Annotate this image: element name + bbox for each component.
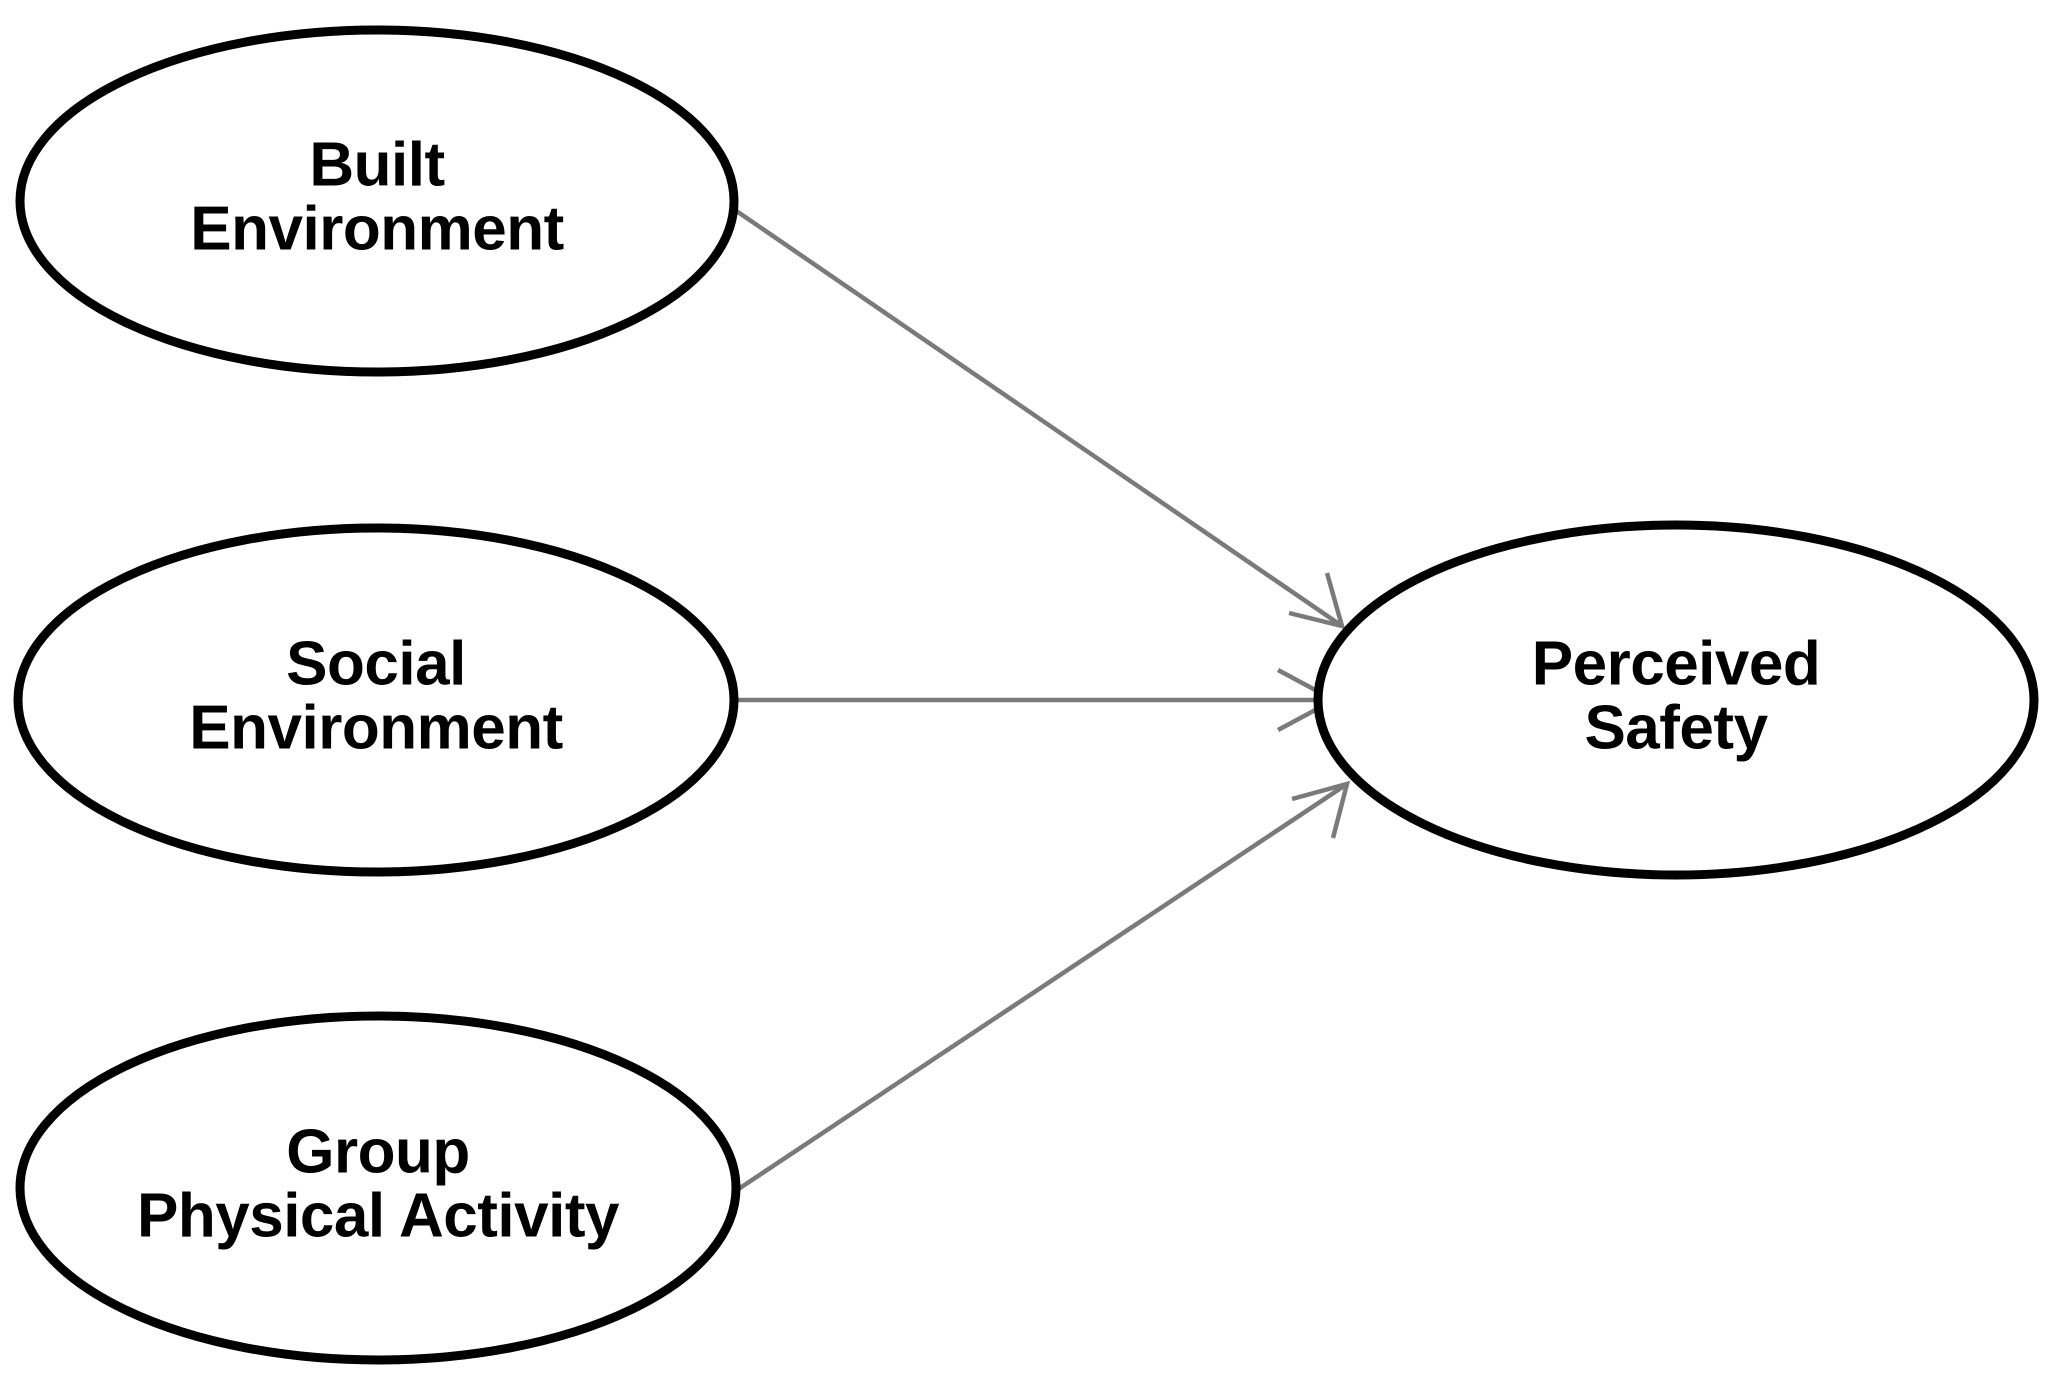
edge-activity-to-safety (735, 780, 1351, 1192)
node-group-physical-activity-label-line2: Physical Activity (137, 1181, 620, 1250)
node-built-environment-label-line1: Built (309, 130, 444, 199)
node-group-physical-activity-shape[interactable] (15, 1011, 741, 1365)
node-perceived-safety-label-line1: Perceived (1532, 629, 1821, 698)
node-built-environment[interactable]: Built Environment (15, 25, 739, 377)
node-built-environment-label-line2: Environment (190, 194, 563, 263)
node-perceived-safety-label-line2: Safety (1584, 693, 1768, 762)
node-social-environment-label-line1: Social (286, 629, 466, 698)
node-perceived-safety[interactable]: Perceived Safety (1313, 520, 2039, 880)
node-perceived-safety-shape[interactable] (1313, 520, 2039, 880)
node-social-environment-label-line2: Environment (189, 693, 562, 762)
edge-built-to-safety (733, 208, 1346, 630)
arrowhead-activity-to-safety (1291, 780, 1351, 839)
node-group-physical-activity-label-line1: Group (286, 1117, 469, 1186)
node-group-physical-activity[interactable]: Group Physical Activity (15, 1011, 741, 1365)
node-social-environment-shape[interactable] (13, 523, 739, 877)
edge-line-built-to-safety (733, 208, 1344, 628)
edge-social-to-safety (735, 668, 1339, 732)
node-built-environment-shape[interactable] (15, 25, 739, 377)
node-social-environment[interactable]: Social Environment (13, 523, 739, 877)
arrowhead-built-to-safety (1288, 572, 1346, 630)
edge-line-activity-to-safety (735, 782, 1349, 1192)
